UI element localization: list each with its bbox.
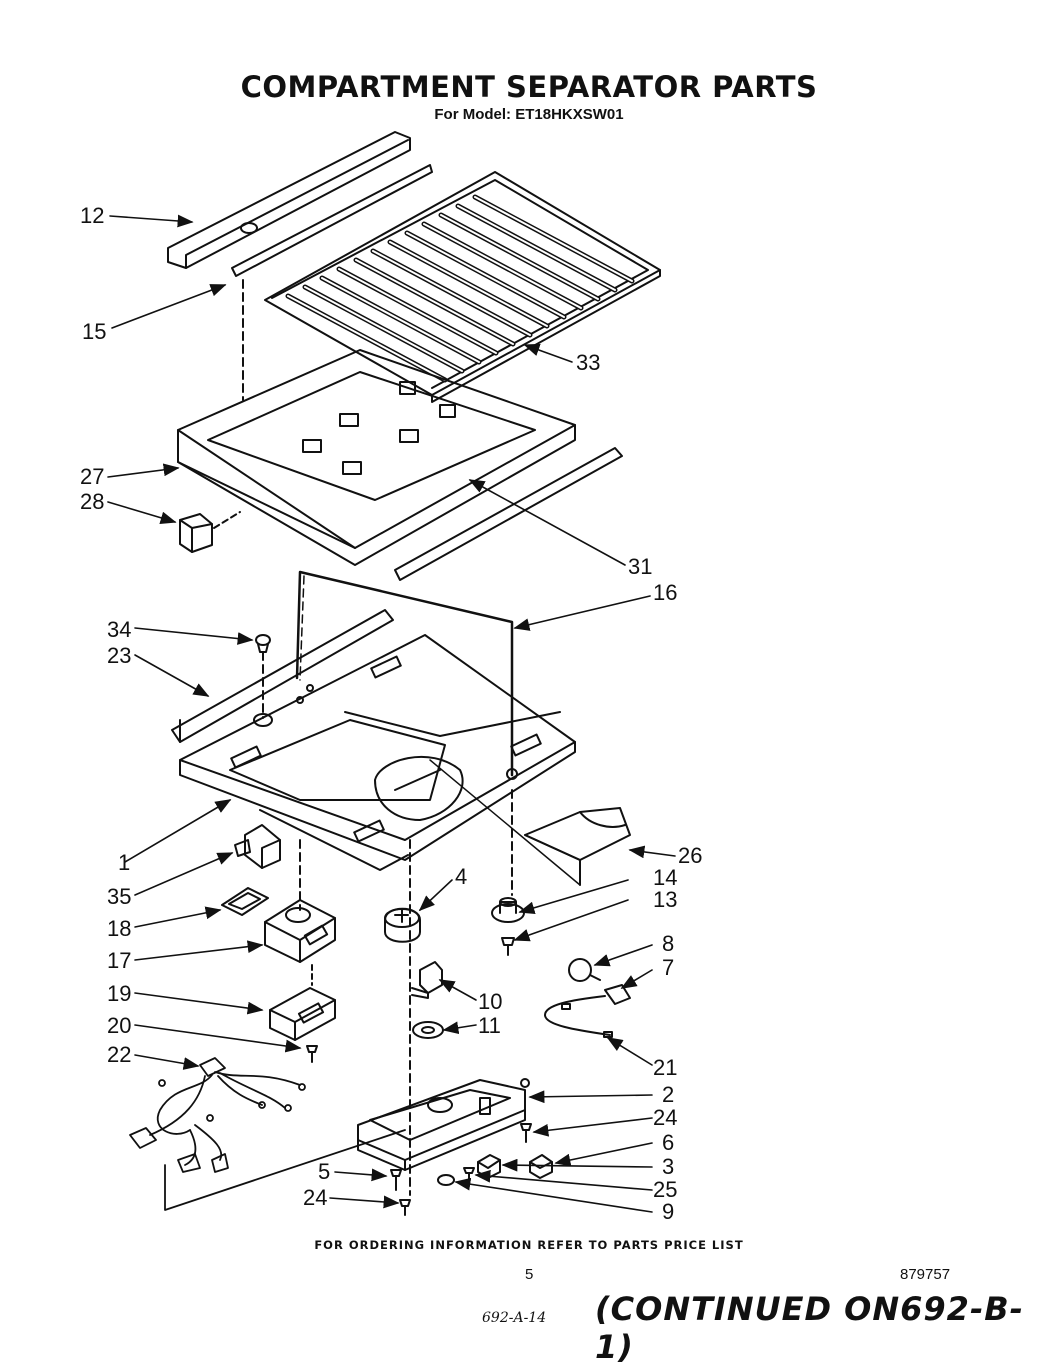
part-14-grommet bbox=[491, 897, 525, 923]
callout-26: 26 bbox=[678, 843, 703, 868]
callout-33: 33 bbox=[576, 350, 601, 375]
part-16-wire bbox=[295, 570, 514, 777]
part-10-bracket bbox=[411, 961, 443, 999]
callout-17: 17 bbox=[107, 948, 132, 973]
callout-9: 9 bbox=[662, 1199, 675, 1224]
callout-31: 31 bbox=[628, 554, 653, 579]
handwritten-reference: 692-A-14 bbox=[482, 1310, 547, 1326]
callout-11: 11 bbox=[478, 1013, 501, 1038]
callout-13: 13 bbox=[653, 887, 678, 912]
part-26-insulation bbox=[524, 807, 631, 886]
part-22-harness bbox=[129, 1057, 406, 1211]
callout-22: 22 bbox=[107, 1042, 132, 1067]
callout-28: 28 bbox=[80, 489, 105, 514]
callout-3: 3 bbox=[662, 1154, 675, 1179]
callout-24-right: 24 bbox=[653, 1105, 678, 1130]
part-31-strip bbox=[394, 447, 623, 581]
part-28-block bbox=[179, 511, 241, 553]
callout-34: 34 bbox=[107, 617, 132, 642]
part-11-washer bbox=[412, 1021, 444, 1039]
continued-note: (CONTINUED ON692-B-1) bbox=[595, 1290, 1024, 1366]
part-4-knob bbox=[384, 907, 421, 943]
callout-12: 12 bbox=[80, 203, 105, 228]
callout-20: 20 bbox=[107, 1013, 132, 1038]
document-number: 879757 bbox=[900, 1266, 951, 1283]
part-35-connector bbox=[234, 824, 281, 869]
leader-lines bbox=[107, 214, 676, 1213]
callout-1: 1 bbox=[118, 850, 131, 875]
part-12-bracket bbox=[167, 131, 433, 277]
callout-7: 7 bbox=[662, 955, 675, 980]
callout-35: 35 bbox=[107, 884, 132, 909]
part-7-socket bbox=[544, 984, 631, 1038]
callout-25: 25 bbox=[653, 1177, 678, 1202]
alignment-line bbox=[429, 759, 581, 886]
callout-5: 5 bbox=[318, 1159, 331, 1184]
page-number: 5 bbox=[525, 1266, 534, 1283]
callout-14: 14 bbox=[653, 865, 678, 890]
part-24-screw-bottom bbox=[399, 1199, 411, 1216]
model-subtitle: For Model: ET18HKXSW01 bbox=[434, 106, 624, 123]
page-title: COMPARTMENT SEPARATOR PARTS bbox=[240, 70, 818, 104]
part-23-rail bbox=[171, 609, 394, 743]
part-27-separator-frame bbox=[177, 349, 576, 566]
part-3-relay bbox=[477, 1154, 501, 1179]
part-5-screw bbox=[390, 1169, 402, 1191]
callout-6: 6 bbox=[662, 1130, 675, 1155]
callout-21: 21 bbox=[653, 1055, 678, 1080]
part-34-screw bbox=[253, 634, 273, 727]
part-17-housing bbox=[264, 899, 336, 963]
part-24-screw-right bbox=[520, 1123, 532, 1143]
callout-8: 8 bbox=[662, 931, 675, 956]
callout-24-bottom: 24 bbox=[303, 1185, 328, 1210]
callout-23: 23 bbox=[107, 643, 132, 668]
callout-27: 27 bbox=[80, 464, 105, 489]
callout-2: 2 bbox=[662, 1082, 675, 1107]
part-9-washer bbox=[437, 1174, 455, 1186]
part-13-screw bbox=[501, 937, 515, 956]
callout-18: 18 bbox=[107, 916, 132, 941]
part-8-bulb bbox=[568, 958, 601, 982]
part-20-screw bbox=[306, 1045, 318, 1063]
part-6-switch bbox=[529, 1154, 553, 1179]
callout-16: 16 bbox=[653, 580, 678, 605]
part-33-grille-shelf bbox=[264, 171, 661, 403]
part-19-switch bbox=[269, 964, 336, 1041]
callout-10: 10 bbox=[478, 989, 503, 1014]
part-2-control-housing bbox=[357, 1078, 530, 1171]
callout-15: 15 bbox=[82, 319, 107, 344]
ordering-note: FOR ORDERING INFORMATION REFER TO PARTS … bbox=[314, 1238, 744, 1252]
part-25-screw bbox=[463, 1167, 475, 1184]
callout-4: 4 bbox=[455, 864, 468, 889]
part-1-separator-pan bbox=[179, 634, 576, 871]
part-18-gasket bbox=[221, 887, 269, 916]
callout-19: 19 bbox=[107, 981, 132, 1006]
